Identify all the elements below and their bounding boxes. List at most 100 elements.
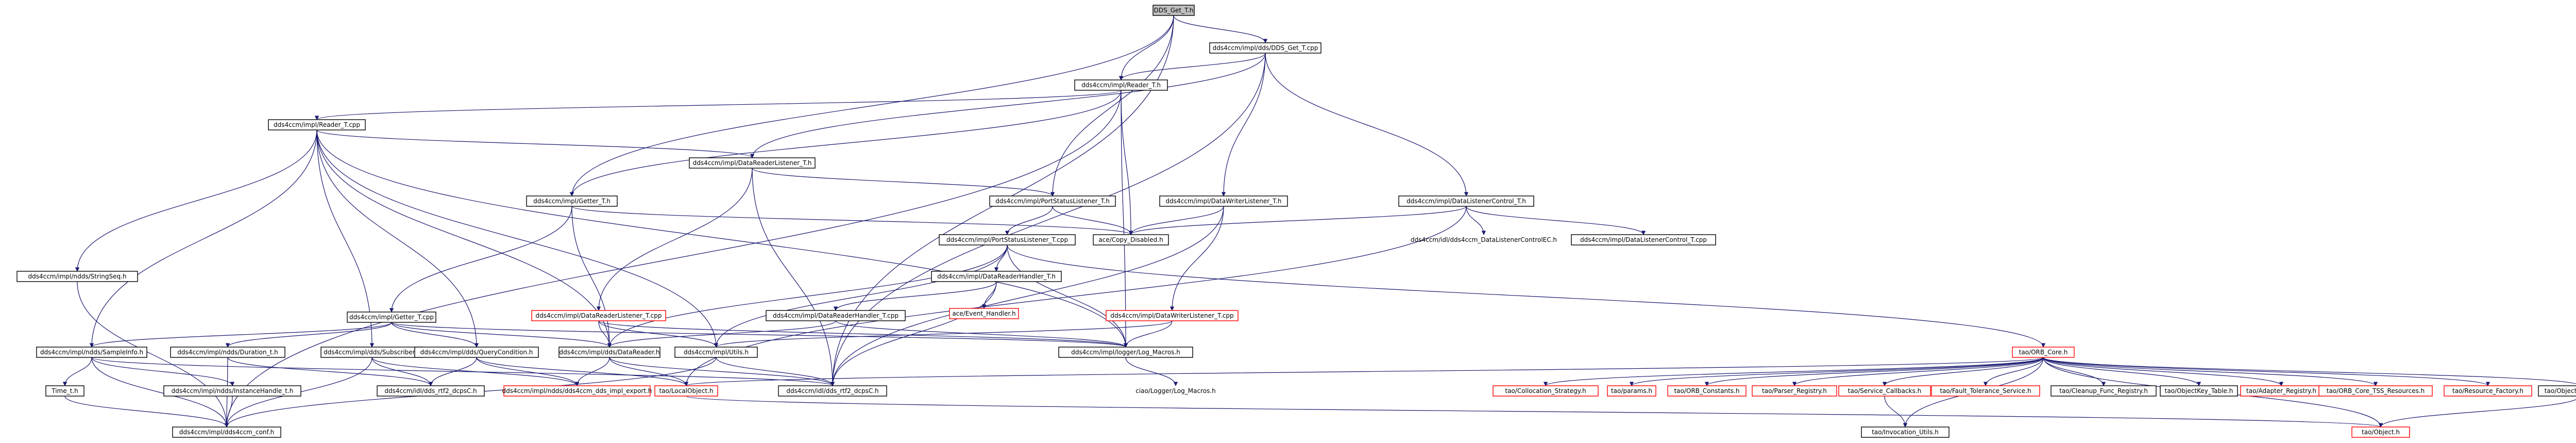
node-box [36,347,147,358]
node-box [2318,385,2433,397]
node-fault-tolerance-h[interactable]: tao/Fault_Tolerance_Service.h [1931,385,2040,397]
node-invocation-utils-h[interactable]: tao/Invocation_Utils.h [1861,426,1950,438]
node-port-status-t-cpp[interactable]: dds4ccm/impl/PortStatusListener_T.cpp [939,234,1076,245]
node-box [1074,79,1168,91]
node-box [766,310,906,321]
edge-dds_get_t_h-to-getter_t_h [569,15,1174,196]
node-dds-get-t-cpp[interactable]: dds4ccm/impl/dds/DDS_Get_T.cpp [1209,42,1321,54]
node-port-status-t-h[interactable]: dds4ccm/impl/PortStatusListener_T.h [989,195,1116,207]
edge-port_status_t_cpp-to-utils_h [714,244,1008,348]
edge-duration_t_h-to-dds_rtf2_dcps_h [227,357,433,386]
node-label: tao/ORB_Core_TSS_Resources.h [2327,387,2425,395]
node-string-seq-h[interactable]: dds4ccm/impl/ndds/StringSeq.h [16,271,138,282]
node-params-h[interactable]: tao/params.h [1607,385,1656,397]
edge-orb_core_h-to-local_object_h [684,357,2044,386]
node-box [377,385,485,397]
node-label: dds4ccm/impl/DataReaderListener_T.h [693,159,812,167]
node-orb-constants-h[interactable]: tao/ORB_Constants.h [1667,385,1747,397]
node-time-t-h[interactable]: Time_t.h [45,385,84,397]
node-cleanup-func-h[interactable]: tao/Cleanup_Func_Registry.h [2050,385,2157,397]
node-getter-t-h[interactable]: dds4ccm/impl/Getter_T.h [526,195,618,207]
node-object-ref-table-h[interactable]: tao/Object_Ref_Table.h [2538,385,2576,397]
node-dds-rtf2-dcps-h[interactable]: dds4ccm/idl/dds_rtf2_dcpsC.h [377,385,485,397]
node-sample-info-h[interactable]: dds4ccm/impl/ndds/SampleInfo.h [36,347,147,358]
node-subscriber-h[interactable]: dds4ccm/impl/dds/Subscriber.h [320,347,423,358]
node-label: dds4ccm/impl/PortStatusListener_T.h [995,198,1110,205]
node-log-macros-h[interactable]: dds4ccm/impl/logger/Log_Macros.h [1058,347,1193,358]
node-utils-h[interactable]: dds4ccm/impl/Utils.h [674,347,758,358]
node-box [1159,195,1288,207]
edge-dr_listener_t_cpp-to-log_macros_h [598,320,1128,348]
node-collocation-strategy-h[interactable]: tao/Collocation_Strategy.h [1493,385,1599,397]
node-label: ace/Copy_Disabled.h [1098,236,1163,243]
node-label: dds4ccm/impl/PortStatusListener_T.cpp [946,236,1068,243]
node-ccm-dlc-eh: dds4ccm/idl/dds4ccm_DataListenerControlE… [1411,236,1557,243]
node-ccm-conf-h[interactable]: dds4ccm/impl/dds4ccm_conf.h [172,426,281,438]
node-dr-handler-t-cpp[interactable]: dds4ccm/impl/DataReaderHandler_T.cpp [766,310,906,321]
node-label: tao/Object_Ref_Table.h [2545,387,2576,395]
node-objectkey-table-h[interactable]: tao/ObjectKey_Table.h [2160,385,2238,397]
node-event-handler-h[interactable]: ace/Event_Handler.h [949,308,1019,319]
edge-dl_control_t_h-to-copy_disabled_h [1128,206,1467,235]
node-dw-listener-t-cpp[interactable]: dds4ccm/impl/DataWriterListener_T.cpp [1106,310,1239,321]
node-reader-t-cpp[interactable]: dds4ccm/impl/Reader_T.cpp [268,119,366,130]
edge-orb_core_h-to-cleanup_func_h [2043,357,2106,386]
node-reader-t-h[interactable]: dds4ccm/impl/Reader_T.h [1074,79,1168,91]
node-box [1752,385,1837,397]
node-orb-core-h[interactable]: tao/ORB_Core.h [2012,347,2075,358]
edge-query_condition_h-to-local_object_h [476,357,689,386]
edge-dw_listener_t_cpp-to-log_macros_h [1123,320,1173,348]
edge-port_status_t_cpp-to-log_macros_h [1007,244,1128,348]
edge-data_reader_h-to-local_object_h [609,357,689,386]
node-object-h[interactable]: tao/Object.h [2351,426,2410,438]
edge-data_reader_h-to-dds_ccm_dcpsc_h [609,357,835,386]
edge-reader_t_cpp-to-sample_info_h [89,129,317,348]
node-local-object-h[interactable]: tao/LocalObject.h [654,385,718,397]
node-label: tao/Service_Callbacks.h [1848,387,1921,395]
edge-getter_t_cpp-to-sample_info_h [89,322,392,348]
node-dr-listener-t-cpp[interactable]: dds4ccm/impl/DataReaderListener_T.cpp [531,310,666,321]
node-adapter-registry-h[interactable]: tao/Adapter_Registry.h [2240,385,2323,397]
node-box [170,347,285,358]
node-label: DDS_Get_T.h [1154,7,1194,14]
edge-dl_control_t_h-to-ccm_dlc_eh [1466,206,1486,235]
node-box [16,271,138,282]
node-orb-core-tss-h[interactable]: tao/ORB_Core_TSS_Resources.h [2318,385,2433,397]
node-dl-control-t-h[interactable]: dds4ccm/impl/DataListenerControl_T.h [1398,195,1534,207]
node-query-condition-h[interactable]: dds4ccm/impl/dds/QueryCondition.h [414,347,539,358]
node-dr-listener-t-h[interactable]: dds4ccm/impl/DataReaderListener_T.h [689,157,816,169]
edge-orb_core_h-to-collocation_strategy_h [1544,357,2044,386]
node-resource-factory-h[interactable]: tao/Resource_Factory.h [2444,385,2532,397]
edge-reader_t_h-to-copy_disabled_h [1121,90,1133,235]
edge-time_t_h-to-ccm_conf_h [64,396,229,428]
node-service-callbacks-h[interactable]: tao/Service_Callbacks.h [1838,385,1931,397]
node-parser-registry-h[interactable]: tao/Parser_Registry.h [1752,385,1837,397]
node-label: dds4ccm/impl/Getter_T.cpp [349,314,434,321]
edge-dds_get_t_cpp-to-dl_control_t_h [1265,53,1469,196]
node-impl-export-h[interactable]: dds4ccm/impl/ndds/dds4ccm_dds_impl_expor… [502,385,652,397]
node-box [1058,347,1193,358]
node-getter-t-cpp[interactable]: dds4ccm/impl/Getter_T.cpp [347,311,436,323]
node-dds-ccm-dcpsc-h[interactable]: dds4ccm/idl/dds_rtf2_dcpsC.h [778,385,887,397]
node-label: dds4ccm/impl/ndds/SampleInfo.h [40,349,143,356]
node-dw-listener-t-h[interactable]: dds4ccm/impl/DataWriterListener_T.h [1159,195,1288,207]
node-duration-t-h[interactable]: dds4ccm/impl/ndds/Duration_t.h [170,347,285,358]
node-label: tao/ObjectKey_Table.h [2165,387,2233,395]
node-label: dds4ccm/impl/dds/QueryCondition.h [420,349,533,356]
node-box [1931,385,2040,397]
edge-port_status_t_h-to-copy_disabled_h [1052,206,1133,235]
node-dl-control-t-cpp[interactable]: dds4ccm/impl/DataListenerControl_T.cpp [1571,234,1716,245]
node-dr-handler-t-h[interactable]: dds4ccm/impl/DataReaderHandler_T.h [931,271,1062,282]
node-data-reader-h[interactable]: dds4ccm/impl/dds/DataReader.h [558,347,660,358]
node-label: tao/Parser_Registry.h [1762,387,1827,395]
node-copy-disabled-h[interactable]: ace/Copy_Disabled.h [1093,234,1169,245]
edge-service_callbacks_h-to-invocation_utils_h [1884,396,1908,428]
edge-orb_core_h-to-orb_core_tss_h [2043,357,2378,386]
node-instance-handle-t-h[interactable]: dds4ccm/impl/ndds/InstanceHandle_t.h [163,385,301,397]
edge-reader_t_h-to-getter_t_h [569,90,1122,196]
node-label: ace/Event_Handler.h [952,310,1015,317]
edge-port_status_t_cpp-to-dr_handler_t_h [994,244,1008,272]
node-label: dds4ccm/impl/DataReaderHandler_T.h [937,273,1056,280]
node-label: dds4ccm/impl/DataReaderHandler_T.cpp [773,312,899,319]
node-box [163,385,301,397]
